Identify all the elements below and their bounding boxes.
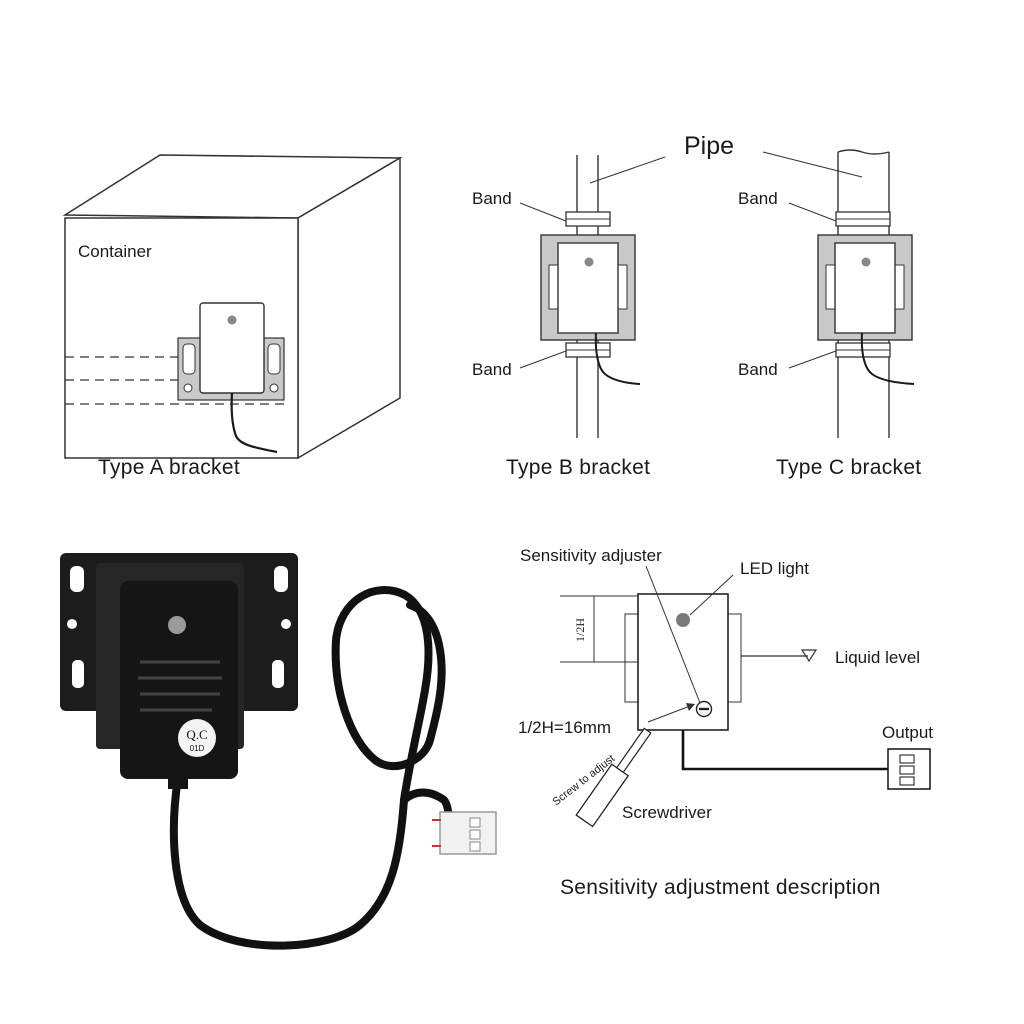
led-leader (689, 574, 734, 616)
band-b-top-leader (519, 202, 567, 222)
band-c-bottom-leader (788, 350, 837, 369)
band-b-bottom-label: Band (472, 360, 512, 379)
liquid-level-lines (65, 356, 288, 405)
container-box (62, 154, 403, 460)
qc-code: 01D (190, 744, 205, 753)
type-b-caption: Type B bracket (506, 456, 650, 479)
sensor-cable (169, 586, 453, 950)
sensor-photo: Q.C 01D (60, 553, 497, 950)
sensitivity-diagram: Liquid level 1/2H Sensitivity adjuster L… (518, 546, 933, 899)
sensitivity-title: Sensitivity adjustment description (560, 876, 881, 899)
screwdriver (575, 727, 652, 828)
liquid-level-label: Liquid level (835, 648, 920, 667)
led-window (168, 616, 186, 634)
bracket-b (540, 234, 636, 341)
screwdriver-label: Screwdriver (622, 803, 712, 822)
output-label: Output (882, 723, 933, 742)
band-b-bottom (565, 342, 611, 358)
liquid-level-marker (800, 649, 818, 663)
type-c-diagram: Band Band Type C bracket (738, 149, 921, 479)
pipe-c-leader (762, 151, 863, 178)
photo-sensor-body: Q.C 01D (120, 581, 238, 789)
sensitivity-adjuster-label: Sensitivity adjuster (520, 546, 662, 565)
cable-b (594, 332, 641, 385)
half-height-value: 1/2H=16mm (518, 718, 611, 737)
band-c-bottom-label: Band (738, 360, 778, 379)
band-b-top-label: Band (472, 189, 512, 208)
container-label: Container (78, 242, 152, 261)
band-c-top (835, 211, 891, 227)
band-c-top-label: Band (738, 189, 778, 208)
band-b-top (565, 211, 611, 227)
screw-arrow (647, 705, 691, 723)
photo-connector (432, 811, 497, 855)
pipe-b-leader (589, 156, 666, 184)
qc-sticker (178, 719, 216, 757)
adjuster-leader (645, 565, 701, 704)
led-light-label: LED light (740, 559, 809, 578)
led-light-dot (676, 613, 690, 627)
pipe-label: Pipe (684, 132, 734, 160)
qc-label: Q.C (186, 727, 207, 742)
band-b-bottom-leader (519, 350, 567, 369)
half-height-dimension (560, 595, 638, 663)
output-connector (887, 748, 931, 790)
band-c-top-leader (788, 202, 837, 222)
cable-c (860, 332, 915, 385)
type-a-caption: Type A bracket (98, 456, 240, 479)
type-b-diagram: Band Band Type B bracket (472, 155, 650, 479)
type-c-caption: Type C bracket (776, 456, 921, 479)
output-cable (681, 730, 890, 771)
sensor-with-type-a-bracket (177, 302, 285, 454)
bracket-c (817, 234, 913, 341)
type-a-diagram: Container Type A bracket (62, 154, 403, 479)
half-height-mark: 1/2H (573, 618, 587, 642)
